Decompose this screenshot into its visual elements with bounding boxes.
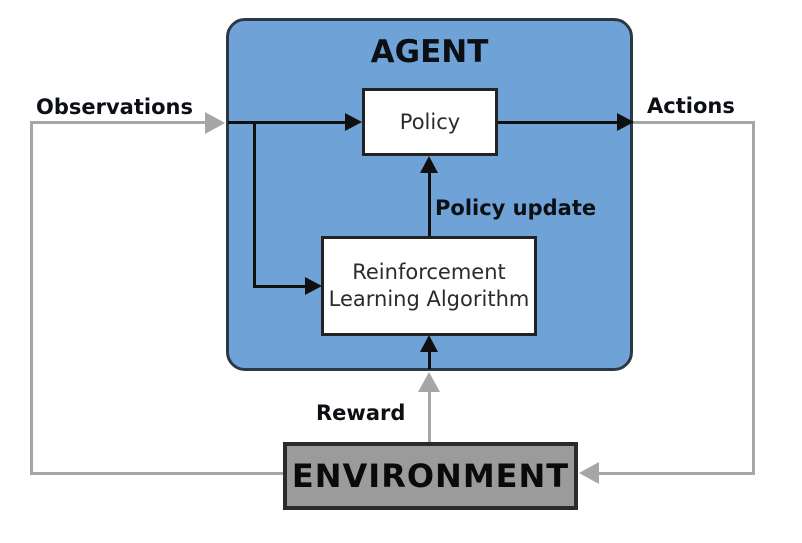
policy-to-actions-line [498, 121, 618, 124]
observations-to-policy-line [228, 121, 346, 124]
environment-node-label: ENVIRONMENT [291, 457, 570, 495]
policy-update-line [428, 172, 431, 236]
actions-out-arrowhead-icon [617, 113, 634, 131]
rl-algorithm-node-label: Reinforcement Learning Algorithm [329, 259, 530, 313]
agent-title: AGENT [370, 34, 489, 70]
policy-update-label: Policy update [435, 196, 597, 220]
policy-node: Policy [362, 88, 498, 156]
environment-node: ENVIRONMENT [283, 442, 578, 510]
observations-branch-line-horizontal [253, 285, 305, 288]
into-policy-arrowhead-icon [345, 113, 362, 131]
right-loop-line-bottom [597, 472, 755, 475]
reward-arrowhead-icon [418, 372, 440, 392]
observations-label: Observations [36, 95, 193, 119]
actions-into-environment-arrowhead-icon [579, 462, 599, 484]
right-loop-line-vertical [752, 121, 755, 475]
reward-line-vertical [428, 389, 431, 443]
reward-label: Reward [316, 401, 406, 425]
observations-arrowhead-icon [205, 112, 225, 134]
left-loop-line-vertical [30, 121, 33, 475]
reward-internal-line [428, 352, 431, 369]
rl-algorithm-label-line2: Learning Algorithm [328, 287, 530, 311]
into-rl-algorithm-arrowhead-icon [305, 277, 322, 295]
actions-label: Actions [647, 94, 735, 118]
actions-line-horizontal [631, 121, 755, 124]
observations-branch-line-vertical [253, 121, 256, 288]
reward-into-rl-arrowhead-icon [420, 335, 438, 352]
left-loop-line-bottom [30, 472, 283, 475]
rl-algorithm-node: Reinforcement Learning Algorithm [321, 236, 537, 336]
rl-algorithm-label-line1: Reinforcement [352, 260, 506, 284]
observations-line-horizontal [30, 121, 208, 124]
policy-node-label: Policy [399, 110, 461, 134]
policy-update-arrowhead-icon [420, 156, 438, 173]
